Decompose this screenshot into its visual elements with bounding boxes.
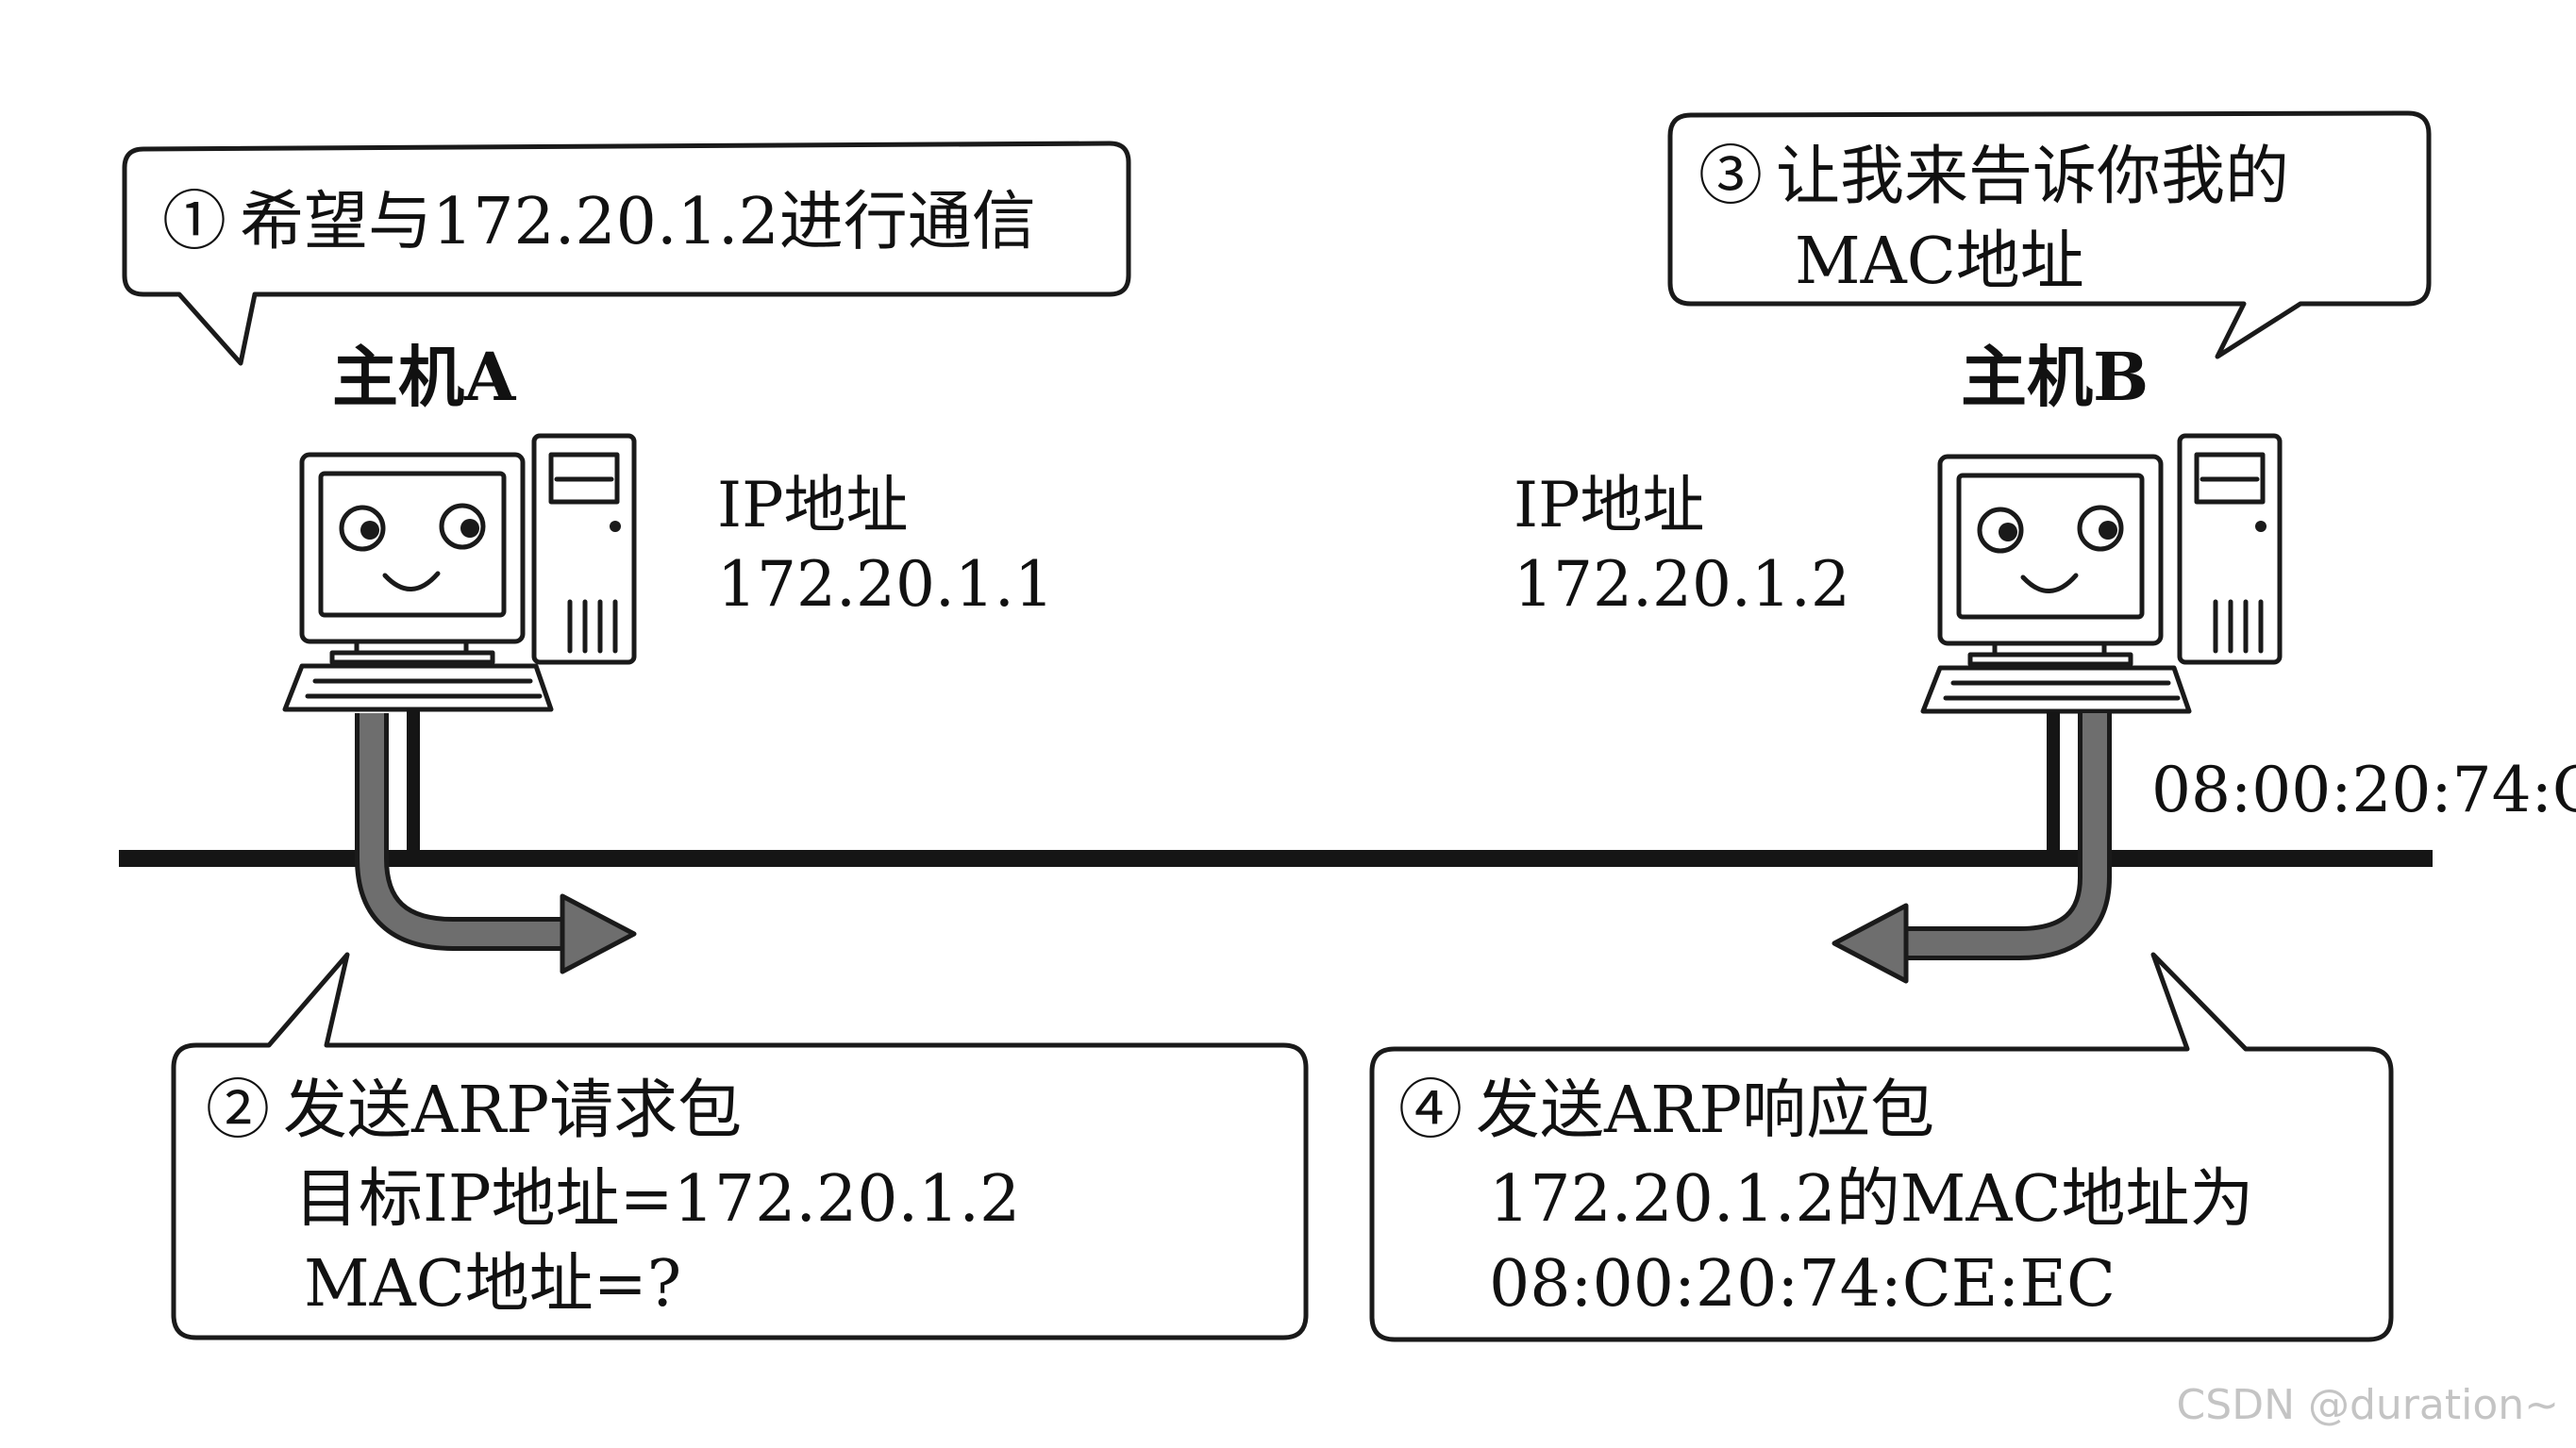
bubble-3-line2: MAC地址: [1795, 225, 2084, 299]
host-a-ip-label: IP地址: [717, 469, 908, 541]
host-a-computer: [282, 433, 637, 853]
host-a-monitor: [299, 452, 526, 665]
host-b-keyboard: [1920, 665, 2192, 714]
host-a-label: 主机A: [332, 338, 517, 416]
arp-request-arrow: [355, 713, 637, 974]
bubble-1-text: 希望与172.20.1.2进行通信: [240, 185, 1036, 259]
host-b-tower: [2177, 433, 2283, 665]
host-a-keyboard: [282, 663, 554, 712]
host-b-mac: 08:00:20:74:C: [2151, 754, 2576, 826]
step-3-number: ③: [1698, 140, 1763, 214]
bubble-2-line2: 目标IP地址=172.20.1.2: [294, 1162, 1020, 1237]
host-b-label: 主机B: [1961, 338, 2149, 416]
host-b-computer: [1920, 433, 2283, 853]
host-b-ip: 172.20.1.2: [1514, 548, 1850, 621]
bubble-4-line2: 172.20.1.2的MAC地址为: [1489, 1162, 2253, 1237]
bubble-2-line1: 发送ARP请求包: [283, 1074, 742, 1148]
host-a-ip: 172.20.1.1: [717, 548, 1054, 621]
step-1-number: ①: [162, 185, 226, 259]
bubble-4-line1: 发送ARP响应包: [1476, 1074, 1934, 1148]
network-bus: [119, 850, 2433, 867]
step-4-number: ④: [1398, 1074, 1463, 1148]
bubble-3-line1: 让我来告诉你我的: [1776, 140, 2289, 214]
host-a-tower: [531, 433, 637, 665]
arp-reply-arrow: [1832, 713, 2112, 984]
bubble-2-line3: MAC地址=?: [304, 1247, 681, 1322]
bubble-4-line3: 08:00:20:74:CE:EC: [1489, 1247, 2116, 1322]
step-2-number: ②: [206, 1074, 270, 1148]
watermark: CSDN @duration~: [2177, 1381, 2559, 1429]
host-b-monitor: [1937, 454, 2164, 667]
host-b-ip-label: IP地址: [1514, 469, 1704, 541]
